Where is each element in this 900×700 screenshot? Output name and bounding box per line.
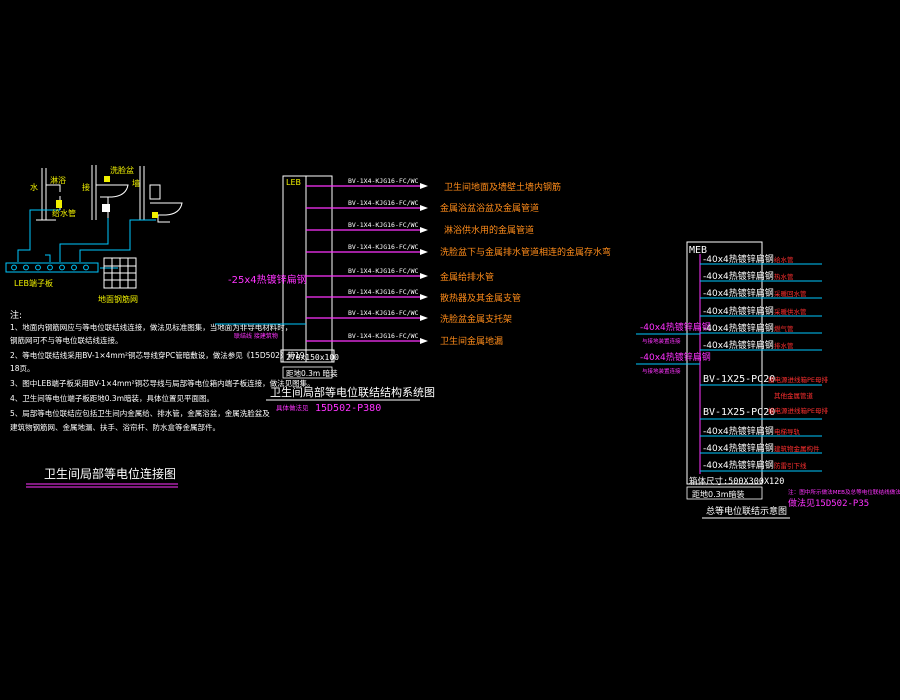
meb-row-target-12: 其他金属管道 — [774, 391, 814, 400]
label-floor-grid: 地面钢筋网 — [98, 294, 138, 304]
note-line-1: 1、地面内钢筋网应与等电位联结线连接，做法见标准图集，当地面为非导电材料时， — [10, 322, 292, 332]
meb-row-bus-8: BV-1X25-PC20 — [703, 407, 775, 418]
connection-wires — [17, 209, 156, 269]
branch-cable-3: BV-1X4-KJG16-FC/WC — [348, 221, 419, 229]
meb-box-outline — [686, 241, 763, 485]
meb-row-target-9: 电梯导轨 — [774, 427, 801, 436]
note-line-3: 2、等电位联结线采用BV-1×4mm²铜芯导线穿PC管暗敷设，做法参见《15D5… — [10, 350, 312, 360]
bus-left-note: 联结线 接建筑物 — [234, 332, 278, 340]
meb-box-size: 箱体尺寸:500X300X120 — [689, 476, 784, 487]
branch-cable-1: BV-1X4-KJG16-FC/WC — [348, 177, 419, 185]
branch-cable-8: BV-1X4-KJG16-FC/WC — [348, 332, 419, 340]
branch-cable-7: BV-1X4-KJG16-FC/WC — [348, 309, 419, 317]
toilet-fixture — [139, 166, 183, 223]
label-drain: 接 — [82, 182, 90, 192]
meb-row-bus-12: -40x4热镀锌扁钢 — [703, 392, 750, 400]
meb-row-bus-5: -40x4热镀锌扁钢 — [703, 322, 774, 334]
notes-title: 注: — [10, 309, 22, 321]
middle-title: 卫生间局部等电位联结结构系统图 — [270, 385, 435, 399]
leb-label: LEB — [286, 178, 301, 187]
box-mount: 距地0.3m 暗装 — [286, 368, 338, 378]
meb-row-target-7: 接电源进线箱PE母排 — [768, 375, 829, 384]
branch-target-6: 散热器及其金属支管 — [440, 292, 521, 304]
incoming-note-1: 与接地装置连接 — [642, 337, 681, 345]
meb-row-bus-3: -40x4热镀锌扁钢 — [703, 287, 774, 299]
meb-row-bus-4: -40x4热镀锌扁钢 — [703, 305, 774, 317]
shower-fixture — [36, 168, 62, 221]
meb-row-bus-11: -40x4热镀锌扁钢 — [703, 459, 774, 471]
right-note: 注：图中所示做法MEB及总等电位联结线做法参见 — [788, 488, 900, 496]
meb-row-target-8: 接电源进线箱PE母排 — [768, 406, 829, 415]
branch-target-4: 洗脸盆下与金属排水管道相连的金属存水弯 — [440, 246, 611, 258]
branch-cable-2: BV-1X4-KJG16-FC/WC — [348, 199, 419, 207]
meb-row-target-3: 采暖回水管 — [774, 289, 807, 298]
incoming-bus-1: -40x4热镀锌扁钢 — [640, 321, 711, 333]
note-line-8: 建筑物钢筋网、金属地漏、扶手、浴帘杆、防水盒等金属部件。 — [10, 422, 220, 432]
basin-fixture — [91, 165, 129, 220]
meb-box-mount: 距地0.3m暗装 — [692, 489, 745, 499]
label-basin: 洗脸盆 — [110, 165, 134, 175]
middle-drawing: LEB -25x4热镀锌扁钢 联结线 接建筑物 BV-1X4-KJG16- — [215, 175, 611, 414]
meb-row-target-11: 防雷引下线 — [774, 461, 807, 470]
note-line-6: 4、卫生间等电位端子板距地0.3m暗装，具体位置见平面图。 — [10, 393, 214, 403]
leb-box-outline — [282, 175, 333, 363]
branch-lines — [306, 185, 420, 342]
note-line-5: 3、图中LEB端子板采用BV-1×4mm²铜芯导线与局部等电位箱内端子板连接，做… — [10, 378, 315, 388]
note-line-4: 18页。 — [10, 364, 35, 373]
box-size: 270x150x100 — [286, 353, 339, 362]
left-title: 卫生间局部等电位连接图 — [44, 466, 176, 481]
meb-row-target-10: 建筑物金属构件 — [774, 444, 820, 453]
right-note-ref: 做法见15D502-P35 — [788, 497, 869, 509]
meb-row-bus-7: BV-1X25-PC20 — [703, 374, 775, 385]
label-water-pipe: 给水管 — [52, 208, 76, 218]
incoming-note-2: 与接地装置连接 — [642, 367, 681, 375]
branch-target-2: 金属浴盆浴盆及金属管道 — [440, 202, 539, 214]
leb-terminal-box — [5, 262, 99, 273]
meb-label: MEB — [689, 245, 707, 256]
meb-row-bus-9: -40x4热镀锌扁钢 — [703, 425, 774, 437]
label-tank: 水 — [30, 182, 38, 192]
branch-target-3: 淋浴供水用的金属管道 — [444, 224, 534, 236]
branch-arrows — [420, 183, 428, 344]
meb-row-target-1: 给水管 — [774, 255, 794, 264]
floor-grid — [103, 257, 137, 289]
meb-row-target-2: 热水管 — [774, 272, 794, 281]
meb-row-bus-1: -40x4热镀锌扁钢 — [703, 253, 774, 265]
meb-row-target-6: 排水管 — [774, 341, 794, 350]
branch-target-5: 金属给排水管 — [440, 271, 494, 283]
meb-row-bus-2: -40x4热镀锌扁钢 — [703, 270, 774, 282]
middle-ref-label: 具体做法见 — [276, 403, 309, 412]
incoming-bus-2: -40x4热镀锌扁钢 — [640, 351, 711, 363]
meb-row-target-4: 采暖供水管 — [774, 307, 807, 316]
left-drawing: 淋浴 洗脸盆 水 接 墙 给水管 LEB端子板 地面钢筋网 注: 1、地面内钢筋… — [5, 165, 315, 488]
bus-label: -25x4热镀锌扁钢 — [228, 273, 307, 286]
note-line-2: 钢筋网可不与等电位联结线连接。 — [10, 335, 123, 345]
branch-cable-5: BV-1X4-KJG16-FC/WC — [348, 267, 419, 275]
label-shower: 淋浴 — [50, 175, 66, 185]
middle-ref: 15D502-P380 — [315, 403, 381, 414]
label-leb-box: LEB端子板 — [14, 278, 53, 288]
branch-cable-4: BV-1X4-KJG16-FC/WC — [348, 243, 419, 251]
meb-row-lines — [700, 263, 822, 472]
branch-cable-6: BV-1X4-KJG16-FC/WC — [348, 288, 419, 296]
branch-target-8: 卫生间金属地漏 — [440, 335, 503, 347]
right-drawing: MEB -40x4热镀锌扁钢 与接地装置连接 -40x4热镀锌扁钢 与接地装置连… — [636, 241, 900, 519]
right-title: 总等电位联结示意图 — [706, 505, 787, 517]
meb-row-target-5: 燃气管 — [774, 324, 794, 333]
note-line-7: 5、局部等电位联结应包括卫生间内金属给、排水管，金属浴盆，金属洗脸盆及 — [10, 408, 270, 418]
branch-target-7: 洗脸盆金属支托架 — [440, 313, 512, 325]
label-wall: 墙 — [132, 178, 140, 188]
branch-target-1: 卫生间地面及墙壁土墙内钢筋 — [444, 181, 561, 193]
meb-row-bus-6: -40x4热镀锌扁钢 — [703, 339, 774, 351]
meb-row-bus-10: -40x4热镀锌扁钢 — [703, 442, 774, 454]
